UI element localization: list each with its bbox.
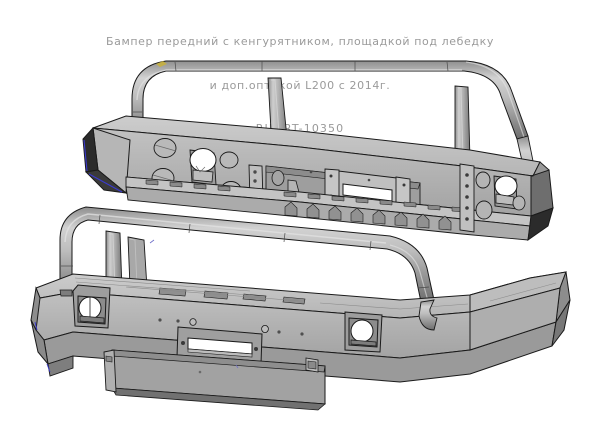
fog-light-housing-left — [72, 284, 111, 329]
render-accent-marks — [34, 239, 239, 373]
frame-right-end-cap — [527, 161, 554, 242]
view-upper-frame-assembly — [82, 60, 554, 242]
bumper-top-ribs — [74, 277, 469, 310]
bumper-center-skid-plate — [103, 349, 326, 411]
kangaroo-bar-left-foot — [59, 289, 73, 297]
frame-light-aperture-left — [189, 148, 217, 186]
license-plate-mount — [176, 326, 263, 365]
kangaroo-bar-uprights-lower — [105, 230, 148, 291]
bumper-right-wing — [469, 271, 571, 351]
frame-left-wing — [82, 126, 131, 194]
frame-apertures-right — [475, 171, 526, 220]
frame-perforated-strip — [125, 176, 532, 227]
fog-light-housing-right — [344, 311, 383, 353]
frame-bolt-column-right — [459, 163, 475, 233]
bumper-left-wing — [30, 286, 74, 377]
view-lower-complete-bumper — [30, 206, 571, 411]
kangaroo-bar-return-lower — [418, 299, 438, 331]
bumper-face-fasteners — [158, 318, 304, 336]
product-title-line-1: Бампер передний с кенгурятником, площадк… — [106, 35, 494, 48]
